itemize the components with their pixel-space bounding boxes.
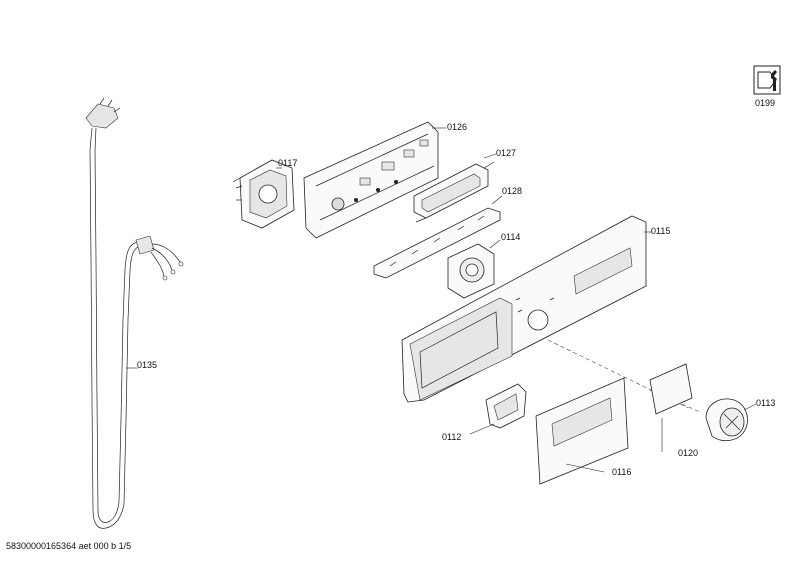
label-0128: 0128 bbox=[502, 186, 522, 196]
label-0117: 0117 bbox=[278, 158, 297, 168]
control-panel-fascia bbox=[401, 215, 647, 403]
key-strip bbox=[373, 207, 501, 279]
label-0114: 0114 bbox=[501, 232, 520, 242]
wrench-document-icon bbox=[753, 65, 781, 95]
label-0126: 0126 bbox=[447, 122, 467, 132]
power-cord bbox=[85, 97, 184, 529]
cover-plate bbox=[649, 363, 693, 415]
module-bracket bbox=[232, 159, 295, 229]
label-0113: 0113 bbox=[756, 398, 775, 408]
panel-trim bbox=[535, 377, 629, 485]
label-0115: 0115 bbox=[651, 226, 670, 236]
document-reference: 58300000165364 aet 000 b 1/5 bbox=[6, 541, 132, 551]
label-0116: 0116 bbox=[612, 467, 631, 477]
label-0199: 0199 bbox=[755, 98, 775, 108]
selector-knob bbox=[705, 398, 748, 442]
display-module bbox=[413, 161, 495, 223]
label-0112: 0112 bbox=[442, 432, 461, 442]
label-0120: 0120 bbox=[678, 448, 698, 458]
label-0127: 0127 bbox=[496, 148, 516, 158]
light-guide bbox=[485, 383, 527, 429]
selector-module bbox=[447, 243, 495, 299]
label-0135: 0135 bbox=[137, 360, 157, 370]
control-circuit-board bbox=[303, 121, 439, 239]
